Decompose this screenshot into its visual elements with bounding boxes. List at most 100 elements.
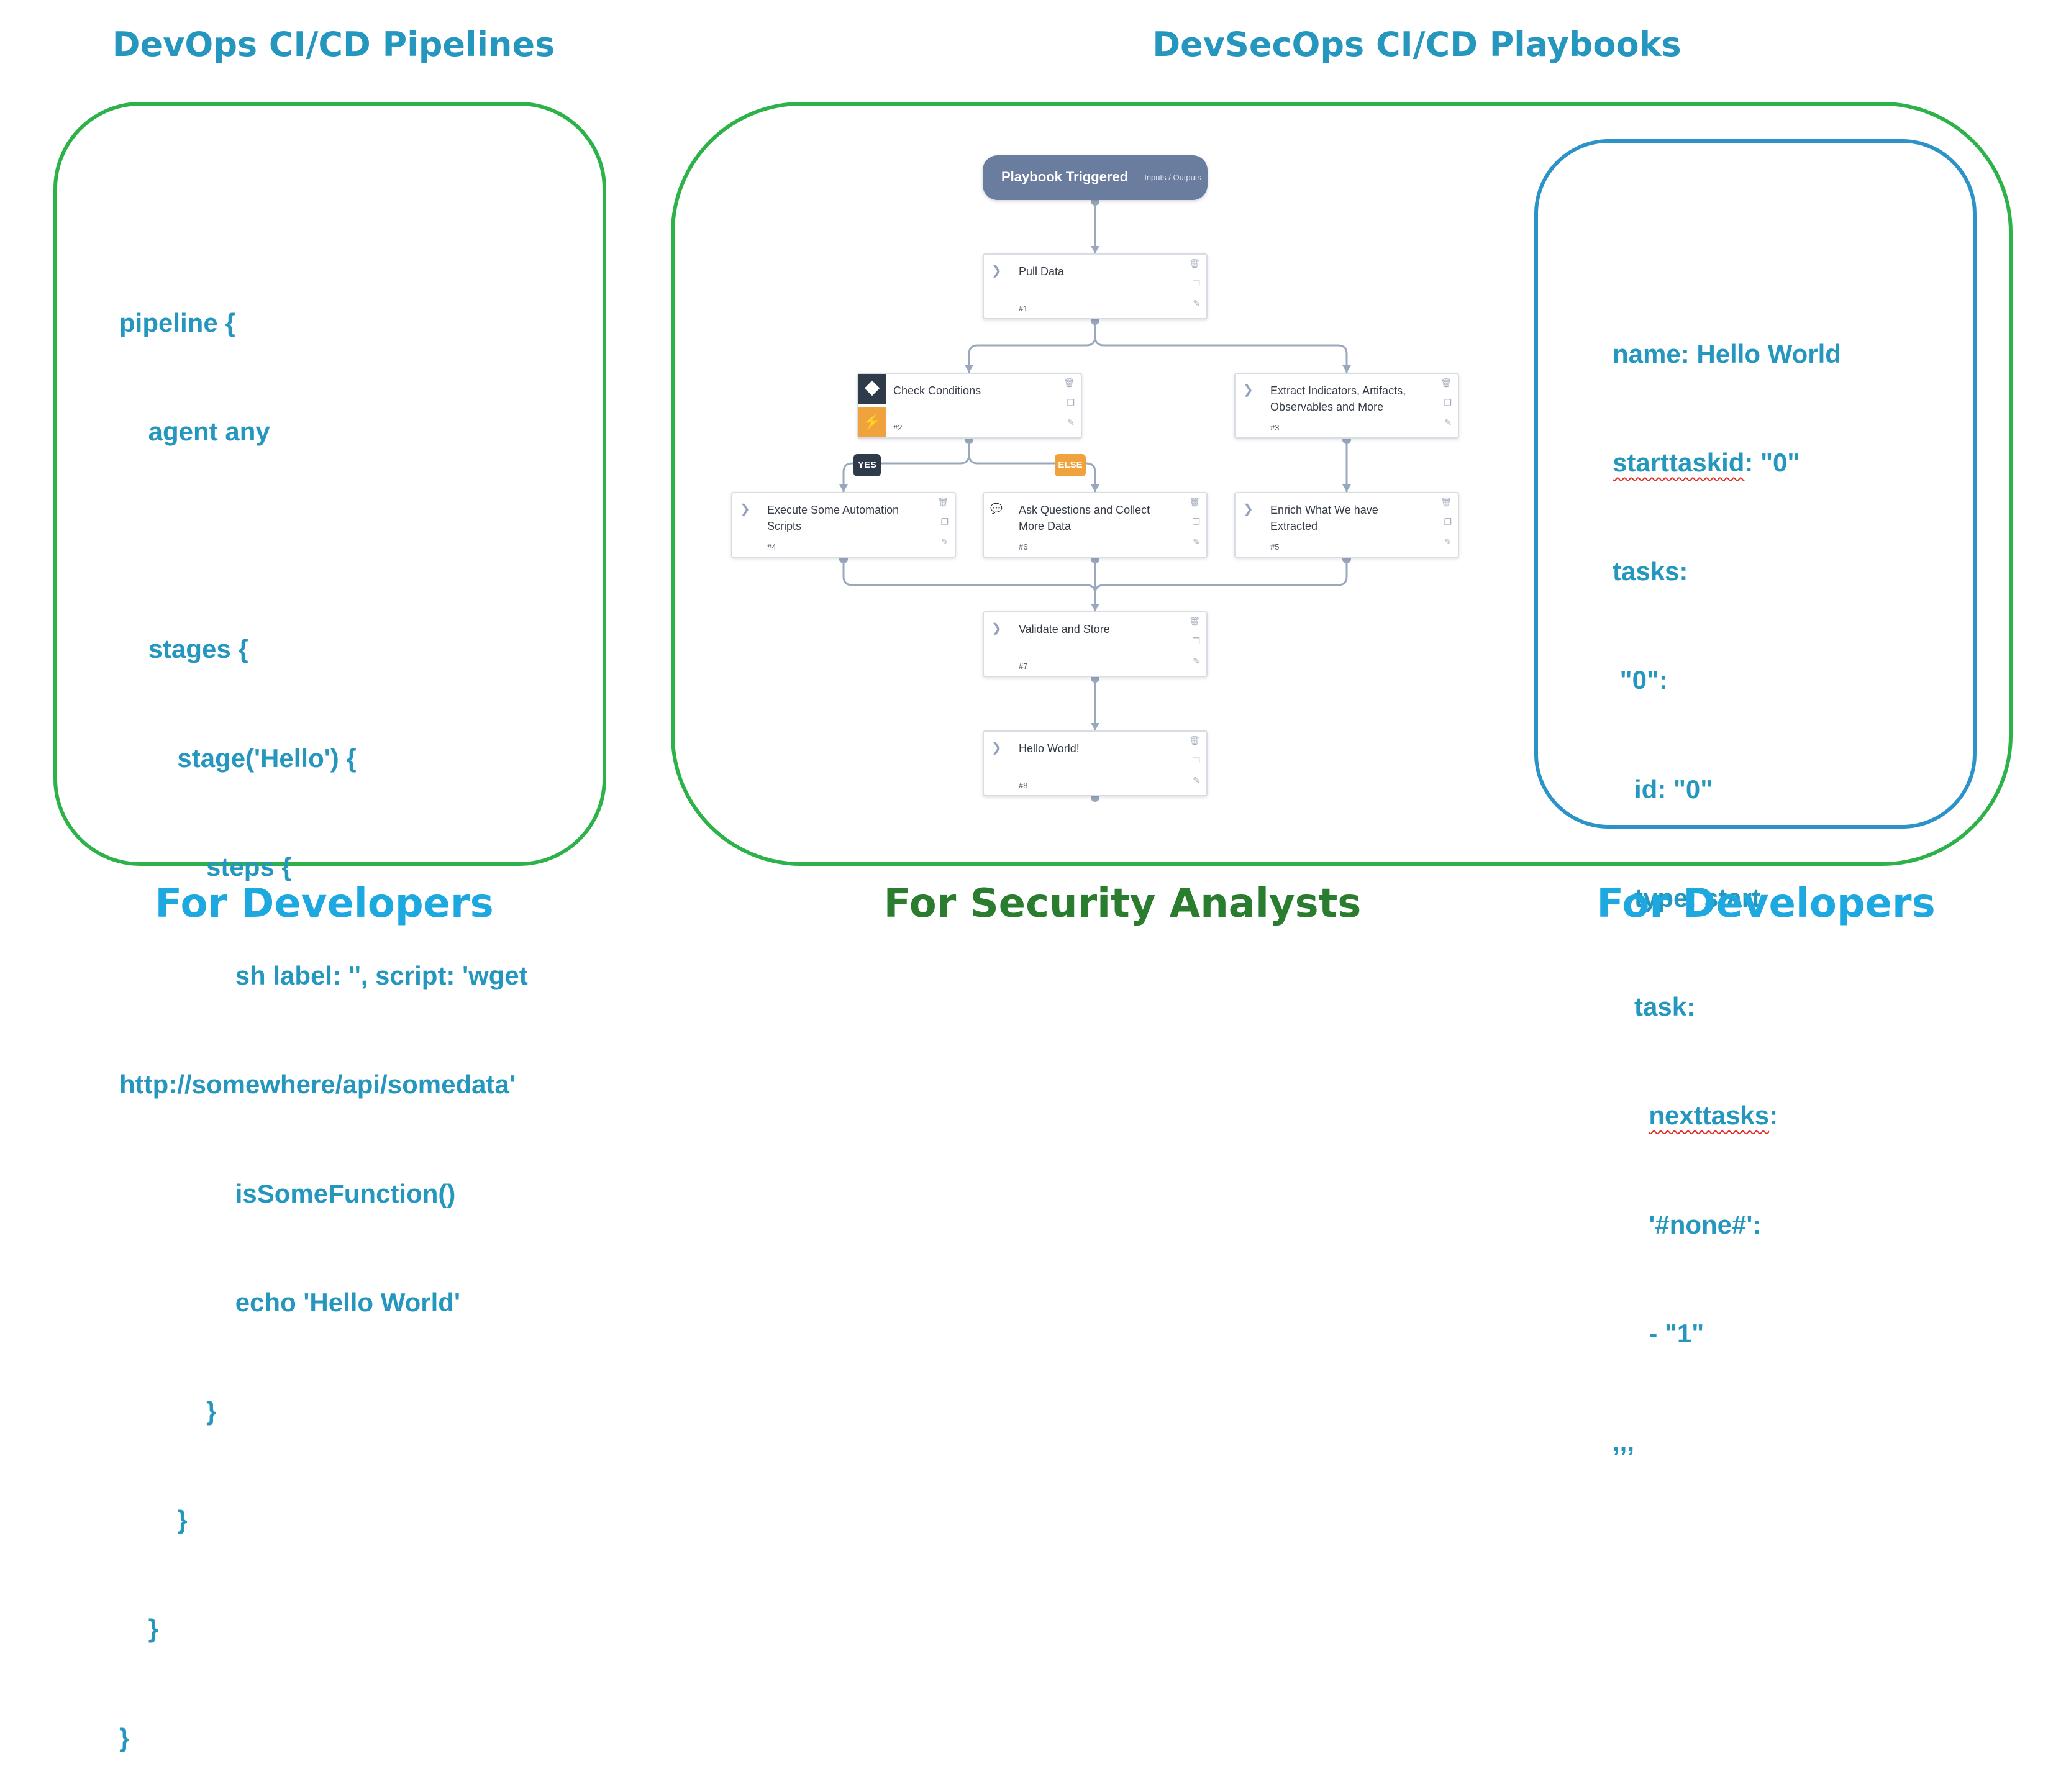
code-line: http://somewhere/api/somedata' bbox=[119, 1070, 516, 1099]
code-line: type: start bbox=[1613, 883, 1761, 912]
start-node-title: Playbook Triggered bbox=[1001, 169, 1129, 184]
edit-icon[interactable]: ✎ bbox=[1193, 298, 1200, 308]
code-line: agent any bbox=[119, 417, 270, 447]
task-enrich[interactable]: ❯ Enrich What We have Extracted #5 🗑 ❐ ✎ bbox=[1234, 492, 1459, 558]
task-number: #5 bbox=[1270, 542, 1280, 552]
copy-icon[interactable]: ❐ bbox=[1444, 517, 1452, 527]
trash-icon[interactable]: 🗑 bbox=[1189, 735, 1200, 745]
condition-icon bbox=[858, 374, 886, 404]
code-line: ,,, bbox=[1613, 1427, 1635, 1457]
task-check-conditions[interactable]: ⚡ Check Conditions #2 🗑 ❐ ✎ bbox=[857, 373, 1082, 439]
task-name: Ask Questions and Collect More Data bbox=[1019, 504, 1150, 532]
arrowhead bbox=[1091, 484, 1099, 492]
footer-security-analysts: For Security Analysts bbox=[883, 881, 1362, 927]
copy-icon[interactable]: ❐ bbox=[1192, 636, 1200, 646]
chevron-icon: ❯ bbox=[1243, 383, 1254, 397]
code-line: nexttasks: bbox=[1613, 1098, 1841, 1134]
task-execute-scripts[interactable]: ❯ Execute Some Automation Scripts #4 🗑 ❐… bbox=[731, 492, 956, 558]
task-number: #7 bbox=[1019, 662, 1028, 671]
task-number: #2 bbox=[893, 423, 903, 432]
trash-icon[interactable]: 🗑 bbox=[1063, 378, 1075, 388]
edit-icon[interactable]: ✎ bbox=[1193, 537, 1200, 547]
code-line: pipeline { bbox=[119, 307, 235, 337]
code-line: starttaskid: "0" bbox=[1613, 445, 1841, 481]
edit-icon[interactable]: ✎ bbox=[1193, 656, 1200, 666]
code-line: stages { bbox=[119, 634, 248, 664]
task-number: #4 bbox=[767, 542, 776, 552]
task-name: Hello World! bbox=[1019, 742, 1080, 755]
code-line: stage('Hello') { bbox=[119, 743, 357, 773]
code-line: - "1" bbox=[1613, 1318, 1704, 1348]
code-line: } bbox=[119, 1396, 217, 1426]
task-number: #8 bbox=[1019, 781, 1028, 790]
footer-developers-left: For Developers bbox=[155, 881, 494, 927]
task-hello-world[interactable]: ❯ Hello World! #8 🗑 ❐ ✎ bbox=[983, 730, 1208, 796]
inputs-outputs-link[interactable]: Inputs / Outputs bbox=[1144, 173, 1201, 182]
arrowhead bbox=[965, 365, 973, 373]
edge-2-to-6 bbox=[968, 454, 1096, 492]
task-name: Enrich What We have Extracted bbox=[1270, 504, 1378, 532]
edit-icon[interactable]: ✎ bbox=[941, 537, 949, 547]
task-pull-data[interactable]: ❯ Pull Data #1 🗑 ❐ ✎ bbox=[983, 253, 1208, 319]
code-indent bbox=[1613, 1101, 1649, 1130]
copy-icon[interactable]: ❐ bbox=[1444, 398, 1452, 407]
edge-1-to-3 bbox=[1094, 336, 1348, 373]
copy-icon[interactable]: ❐ bbox=[1192, 278, 1200, 288]
trash-icon[interactable]: 🗑 bbox=[1189, 497, 1200, 507]
code-text: : "0" bbox=[1744, 448, 1800, 478]
spellcheck-word: nexttasks bbox=[1649, 1101, 1770, 1130]
chevron-icon: ❯ bbox=[1243, 503, 1254, 516]
code-line: } bbox=[119, 1722, 130, 1752]
code-line: '#none#': bbox=[1613, 1209, 1762, 1239]
code-line: steps { bbox=[119, 852, 292, 881]
devops-panel bbox=[53, 102, 606, 866]
else-branch-badge: ELSE bbox=[1055, 454, 1086, 476]
task-ask-questions[interactable]: 💬 Ask Questions and Collect More Data #6… bbox=[983, 492, 1208, 558]
task-name: Extract Indicators, Artifacts, Observabl… bbox=[1270, 384, 1406, 413]
edit-icon[interactable]: ✎ bbox=[1444, 417, 1452, 427]
code-line: sh label: '', script: 'wget bbox=[119, 961, 528, 991]
chat-icon: 💬 bbox=[990, 504, 1003, 514]
copy-icon[interactable]: ❐ bbox=[940, 517, 949, 527]
spellcheck-word: starttaskid bbox=[1613, 448, 1745, 478]
task-number: #1 bbox=[1019, 304, 1028, 313]
task-name: Execute Some Automation Scripts bbox=[767, 504, 899, 532]
arrowhead bbox=[1091, 246, 1099, 253]
trash-icon[interactable]: 🗑 bbox=[1440, 378, 1452, 388]
task-validate-store[interactable]: ❯ Validate and Store #7 🗑 ❐ ✎ bbox=[983, 611, 1208, 677]
yaml-panel bbox=[1534, 139, 1977, 829]
edit-icon[interactable]: ✎ bbox=[1067, 417, 1075, 427]
code-text: : bbox=[1769, 1101, 1778, 1130]
trash-icon[interactable]: 🗑 bbox=[1189, 616, 1200, 626]
edge-5-to-7 bbox=[1094, 558, 1348, 594]
chevron-icon: ❯ bbox=[991, 264, 1002, 278]
arrowhead bbox=[1091, 604, 1099, 611]
code-line: "0": bbox=[1613, 665, 1668, 695]
edit-icon[interactable]: ✎ bbox=[1444, 537, 1452, 547]
playbook-connectors bbox=[839, 197, 1351, 802]
copy-icon[interactable]: ❐ bbox=[1067, 398, 1075, 407]
code-line: isSomeFunction() bbox=[119, 1178, 456, 1208]
code-line: id: "0" bbox=[1613, 774, 1713, 804]
arrowhead bbox=[839, 484, 848, 492]
task-name: Pull Data bbox=[1019, 265, 1065, 278]
trash-icon[interactable]: 🗑 bbox=[1440, 497, 1452, 507]
task-name: Validate and Store bbox=[1019, 623, 1110, 635]
task-number: #6 bbox=[1019, 542, 1028, 552]
footer-developers-right: For Developers bbox=[1596, 881, 1936, 927]
edit-icon[interactable]: ✎ bbox=[1193, 775, 1200, 785]
copy-icon[interactable]: ❐ bbox=[1192, 517, 1200, 527]
devsecops-panel bbox=[671, 102, 2013, 866]
code-line: task: bbox=[1613, 992, 1696, 1022]
trash-icon[interactable]: 🗑 bbox=[937, 497, 949, 507]
task-extract-indicators[interactable]: ❯ Extract Indicators, Artifacts, Observa… bbox=[1234, 373, 1459, 439]
devsecops-title: DevSecOps CI/CD Playbooks bbox=[1152, 25, 1681, 64]
edge-1-to-2 bbox=[968, 319, 1096, 373]
trash-icon[interactable]: 🗑 bbox=[1189, 258, 1200, 268]
task-name: Check Conditions bbox=[893, 384, 981, 397]
chevron-icon: ❯ bbox=[991, 622, 1002, 635]
code-line: } bbox=[119, 1505, 188, 1535]
arrowhead bbox=[1342, 484, 1351, 492]
playbook-start-node[interactable]: Playbook Triggered Inputs / Outputs bbox=[983, 155, 1208, 200]
copy-icon[interactable]: ❐ bbox=[1192, 755, 1200, 765]
